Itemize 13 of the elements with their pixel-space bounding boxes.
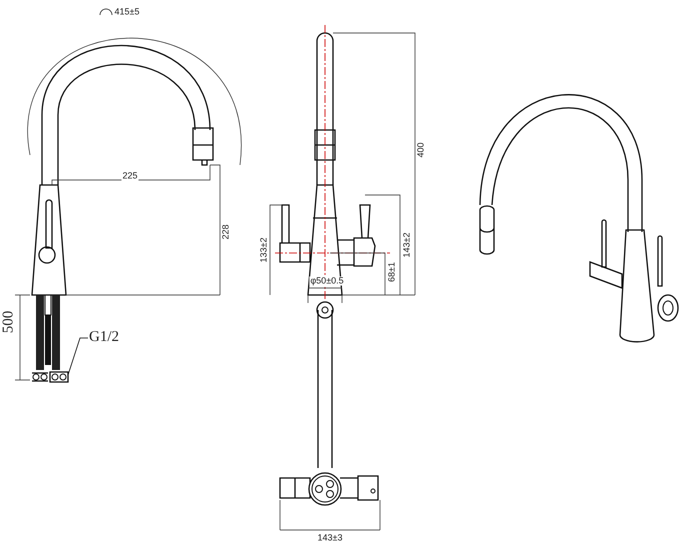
hose-fitting-drawing (49, 371, 69, 383)
dimension-label: φ50±0.5 (309, 276, 345, 286)
dimension-label: 228 (222, 223, 230, 241)
dimension-label: 225 (121, 172, 139, 180)
dimension-label: 400 (416, 141, 426, 159)
dimension-label: 415±5 (114, 8, 140, 16)
dimension-label: 143±3 (316, 534, 344, 542)
dimension-label: 68±1 (388, 261, 396, 283)
dimension-label: 500 (2, 310, 16, 334)
dimension-label: 133±2 (260, 236, 268, 264)
leader-line (68, 338, 88, 376)
thread-size-label: G1/2 (88, 330, 120, 345)
dimension-label: 143±2 (402, 232, 412, 258)
